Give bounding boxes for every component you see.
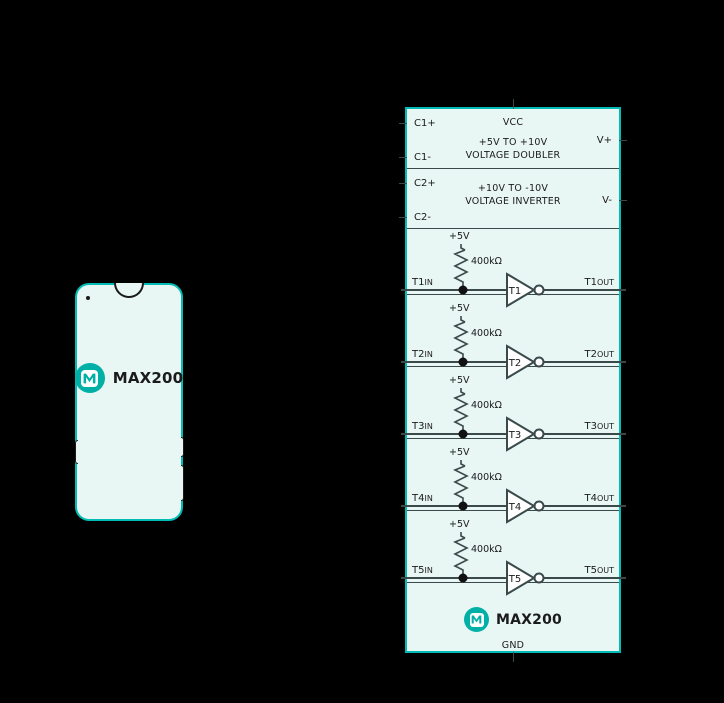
pin-stub-c2-minus [399, 217, 407, 219]
channel-5-input-label: T5IN [412, 565, 433, 576]
channel-1-supply-lead [460, 244, 466, 251]
channel-2-supply-label: +5V [449, 303, 470, 314]
channel-2-junction-dot [458, 357, 468, 367]
pin-label-v-plus: V+ [596, 135, 612, 146]
gnd-label: GND [501, 640, 525, 651]
phone-brand-lockup: MAX200 [74, 363, 184, 393]
channel-4-supply-label: +5V [449, 447, 470, 458]
channel-5-gate-label: T5 [508, 574, 521, 585]
channel-4-inverter-bubble [533, 500, 545, 512]
phone-brand-label: MAX200 [112, 369, 184, 387]
channel-3-resistor-label: 400kΩ [471, 400, 502, 411]
channel-5-junction-dot [458, 573, 468, 583]
channel-2-input-label: T2IN [412, 349, 433, 360]
channel-3-resistor [453, 393, 469, 434]
pin-stub-c1-minus [399, 157, 407, 159]
channel-2-output-label: T2OUT [584, 349, 614, 360]
channel-1-resistor-label: 400kΩ [471, 256, 502, 267]
channel-2-inverter-bubble [533, 356, 545, 368]
channel-4-inverter-triangle [506, 488, 536, 524]
channel-4-supply-lead [460, 460, 466, 467]
channel-1-inverter-bubble [533, 284, 545, 296]
phone-notch [114, 283, 144, 298]
channel-5-supply-label: +5V [449, 519, 470, 530]
channel-5-resistor [453, 537, 469, 578]
chip-brand-label: MAX200 [496, 611, 562, 628]
phone-camera-dot [86, 296, 90, 300]
pin-stub-v-minus [619, 200, 627, 202]
channel-3-inverter-bubble [533, 428, 545, 440]
channel-2-inverter-triangle [506, 344, 536, 380]
pin-label-c2-minus: C2- [414, 212, 431, 223]
channel-1-junction-dot [458, 285, 468, 295]
channel-2-resistor [453, 321, 469, 362]
phone-side-button-right-upper [180, 437, 184, 457]
channel-5-supply-lead [460, 532, 466, 539]
pin-label-c1-plus: C1+ [414, 118, 436, 129]
channel-3-output-label: T3OUT [584, 421, 614, 432]
channel-1-inverter-triangle [506, 272, 536, 308]
max200-phone-illustration: MAX200 [74, 283, 184, 521]
channel-3-inverter-triangle [506, 416, 536, 452]
channel-2-gate-label: T2 [508, 358, 521, 369]
inverter-line-2: VOLTAGE INVERTER [465, 196, 561, 207]
pin-label-v-minus: V- [602, 195, 612, 206]
channel-1-output-label: T1OUT [584, 277, 614, 288]
channel-3-schematic: T3 [401, 388, 626, 452]
pin-stub-vcc [513, 99, 515, 109]
pin-label-c1-minus: C1- [414, 152, 431, 163]
channel-2-resistor-label: 400kΩ [471, 328, 502, 339]
channel-3-input-label: T3IN [412, 421, 433, 432]
channel-4-schematic: T4 [401, 460, 626, 524]
channel-4-resistor-label: 400kΩ [471, 472, 502, 483]
pin-stub-v-plus [619, 140, 627, 142]
channel-3-junction-dot [458, 429, 468, 439]
channel-5-inverter-triangle [506, 560, 536, 596]
pin-stub-gnd [513, 652, 515, 662]
maxim-integrated-logo [74, 363, 105, 393]
chip-brand-lockup: MAX200 [407, 607, 619, 632]
doubler-line-1: +5V TO +10V [478, 137, 548, 148]
channel-1-supply-label: +5V [449, 231, 470, 242]
channel-3-supply-lead [460, 388, 466, 395]
channel-1-gate-label: T1 [508, 286, 521, 297]
vcc-label: VCC [502, 117, 524, 128]
pin-stub-c1-plus [399, 123, 407, 125]
channel-2-schematic: T2 [401, 316, 626, 380]
channel-4-gate-label: T4 [508, 502, 521, 513]
channel-1-resistor [453, 249, 469, 290]
channel-5-schematic: T5 [401, 532, 626, 596]
max200-block-diagram: VCC GND +5V TO +10V VOLTAGE DOUBLER +10V… [399, 99, 627, 662]
channel-5-resistor-label: 400kΩ [471, 544, 502, 555]
phone-side-button-left [74, 440, 78, 464]
pin-stub-c2-plus [399, 183, 407, 185]
divider-doubler-inverter [407, 168, 619, 170]
channel-4-output-label: T4OUT [584, 493, 614, 504]
doubler-line-2: VOLTAGE DOUBLER [465, 150, 561, 161]
channel-5-inverter-bubble [533, 572, 545, 584]
inverter-line-1: +10V TO -10V [477, 183, 549, 194]
channel-4-input-label: T4IN [412, 493, 433, 504]
channel-4-junction-dot [458, 501, 468, 511]
channel-5-output-label: T5OUT [584, 565, 614, 576]
phone-side-button-right-lower [180, 465, 184, 501]
pin-label-c2-plus: C2+ [414, 178, 436, 189]
divider-inverter-channels [407, 228, 619, 230]
channel-3-supply-label: +5V [449, 375, 470, 386]
channel-2-supply-lead [460, 316, 466, 323]
channel-4-resistor [453, 465, 469, 506]
maxim-integrated-logo [464, 607, 489, 632]
channel-3-gate-label: T3 [508, 430, 521, 441]
channel-1-schematic: T1 [401, 244, 626, 308]
channel-1-input-label: T1IN [412, 277, 433, 288]
